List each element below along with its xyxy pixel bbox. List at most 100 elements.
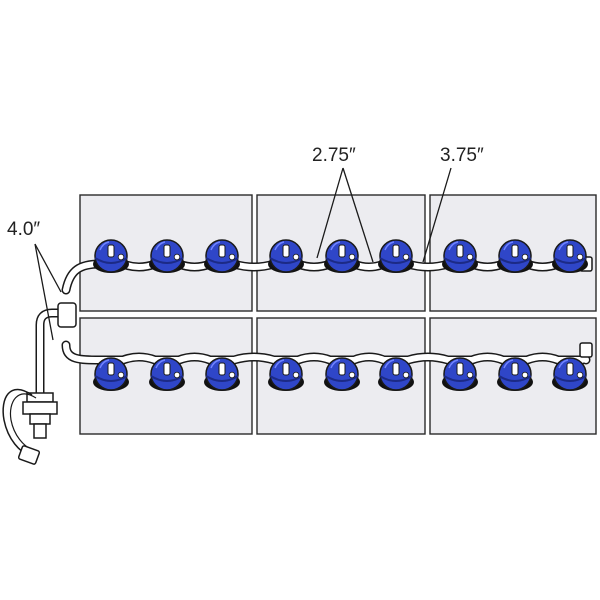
watering-cap	[204, 357, 240, 391]
cap-vent	[466, 371, 474, 379]
cap-band	[325, 257, 359, 264]
cap-highlight	[503, 359, 514, 369]
cap-band	[498, 257, 532, 264]
watering-cap	[552, 357, 588, 391]
cap-band	[269, 375, 303, 382]
watering-cap	[324, 239, 360, 273]
cap-float-indicator	[456, 244, 464, 258]
cap-band	[205, 257, 239, 264]
tee-connector	[57, 302, 77, 328]
dim-label-feed-tube: 4.0″	[7, 219, 40, 240]
cap-highlight	[330, 359, 341, 369]
cap-band	[205, 375, 239, 382]
battery-panels	[79, 194, 597, 435]
feed-line	[2, 302, 77, 465]
cap-float-indicator	[218, 244, 226, 258]
cap-band	[498, 375, 532, 382]
feed-tube	[37, 310, 69, 423]
cap-float-indicator	[163, 244, 171, 258]
watering-cap	[204, 239, 240, 273]
watering-cap	[93, 239, 129, 273]
cap-band	[379, 375, 413, 382]
watering-cap	[93, 357, 129, 391]
cap-vent	[292, 371, 300, 379]
cap-band	[94, 375, 128, 382]
cap-float-indicator	[456, 362, 464, 376]
cap-highlight	[99, 359, 110, 369]
cap-vent	[402, 253, 410, 261]
cap-highlight	[558, 359, 569, 369]
cap-vent	[521, 371, 529, 379]
cap-band	[150, 375, 184, 382]
watering-cap	[378, 357, 414, 391]
coupler-ring-bottom	[29, 413, 51, 425]
cap-vent	[466, 253, 474, 261]
cap-highlight	[274, 359, 285, 369]
watering-cap	[149, 357, 185, 391]
cap-vent	[521, 253, 529, 261]
coupler-nozzle	[33, 423, 47, 439]
cap-float-indicator	[218, 362, 226, 376]
cap-float-indicator	[392, 244, 400, 258]
cap-band	[94, 257, 128, 264]
watering-cap	[268, 357, 304, 391]
cap-highlight	[155, 241, 166, 251]
dimension-callouts: 2.75″ 3.75″ 4.0″	[7, 145, 484, 341]
cap-highlight	[330, 241, 341, 251]
cap-float-indicator	[392, 362, 400, 376]
cap-highlight	[384, 359, 395, 369]
cap-band	[269, 257, 303, 264]
tube-end-plug	[579, 342, 593, 358]
dust-cap-tether	[2, 388, 33, 457]
leader-spacing-inner-right	[342, 167, 374, 263]
coupler-body	[22, 401, 58, 415]
leader-spacing-inner-left	[316, 167, 344, 259]
cap-float-indicator	[566, 362, 574, 376]
cap-float-indicator	[107, 244, 115, 258]
cap-vent	[117, 253, 125, 261]
dust-cap-tether-inner	[9, 393, 37, 451]
cap-vent	[292, 253, 300, 261]
cap-float-indicator	[107, 362, 115, 376]
cap-float-indicator	[511, 362, 519, 376]
cap-highlight	[99, 241, 110, 251]
watering-cap	[497, 357, 533, 391]
watering-cap	[324, 357, 360, 391]
cap-highlight	[448, 241, 459, 251]
cap-float-indicator	[566, 244, 574, 258]
dust-cap	[17, 445, 41, 465]
cap-highlight	[155, 359, 166, 369]
cap-highlight	[210, 241, 221, 251]
cap-vent	[117, 371, 125, 379]
cap-highlight	[210, 359, 221, 369]
cap-vent	[576, 371, 584, 379]
watering-cap	[268, 239, 304, 273]
watering-cap	[442, 239, 478, 273]
leader-feed-tube-b	[34, 243, 54, 341]
cap-float-indicator	[338, 244, 346, 258]
watering-caps	[93, 239, 588, 391]
cap-highlight	[274, 241, 285, 251]
cap-vent	[173, 253, 181, 261]
leader-feed-tube-a	[34, 243, 62, 293]
cap-highlight	[384, 241, 395, 251]
cap-vent	[576, 253, 584, 261]
watering-cap	[552, 239, 588, 273]
watering-cap	[378, 239, 414, 273]
cap-highlight	[503, 241, 514, 251]
watering-cap	[149, 239, 185, 273]
cap-vent	[348, 371, 356, 379]
cap-vent	[173, 371, 181, 379]
cap-float-indicator	[282, 362, 290, 376]
cap-float-indicator	[282, 244, 290, 258]
cap-band	[443, 375, 477, 382]
cap-float-indicator	[163, 362, 171, 376]
cap-band	[553, 257, 587, 264]
cap-band	[379, 257, 413, 264]
cap-band	[443, 257, 477, 264]
dim-label-spacing-inner: 2.75″	[312, 145, 356, 166]
cap-vent	[348, 253, 356, 261]
cap-highlight	[448, 359, 459, 369]
cap-float-indicator	[338, 362, 346, 376]
